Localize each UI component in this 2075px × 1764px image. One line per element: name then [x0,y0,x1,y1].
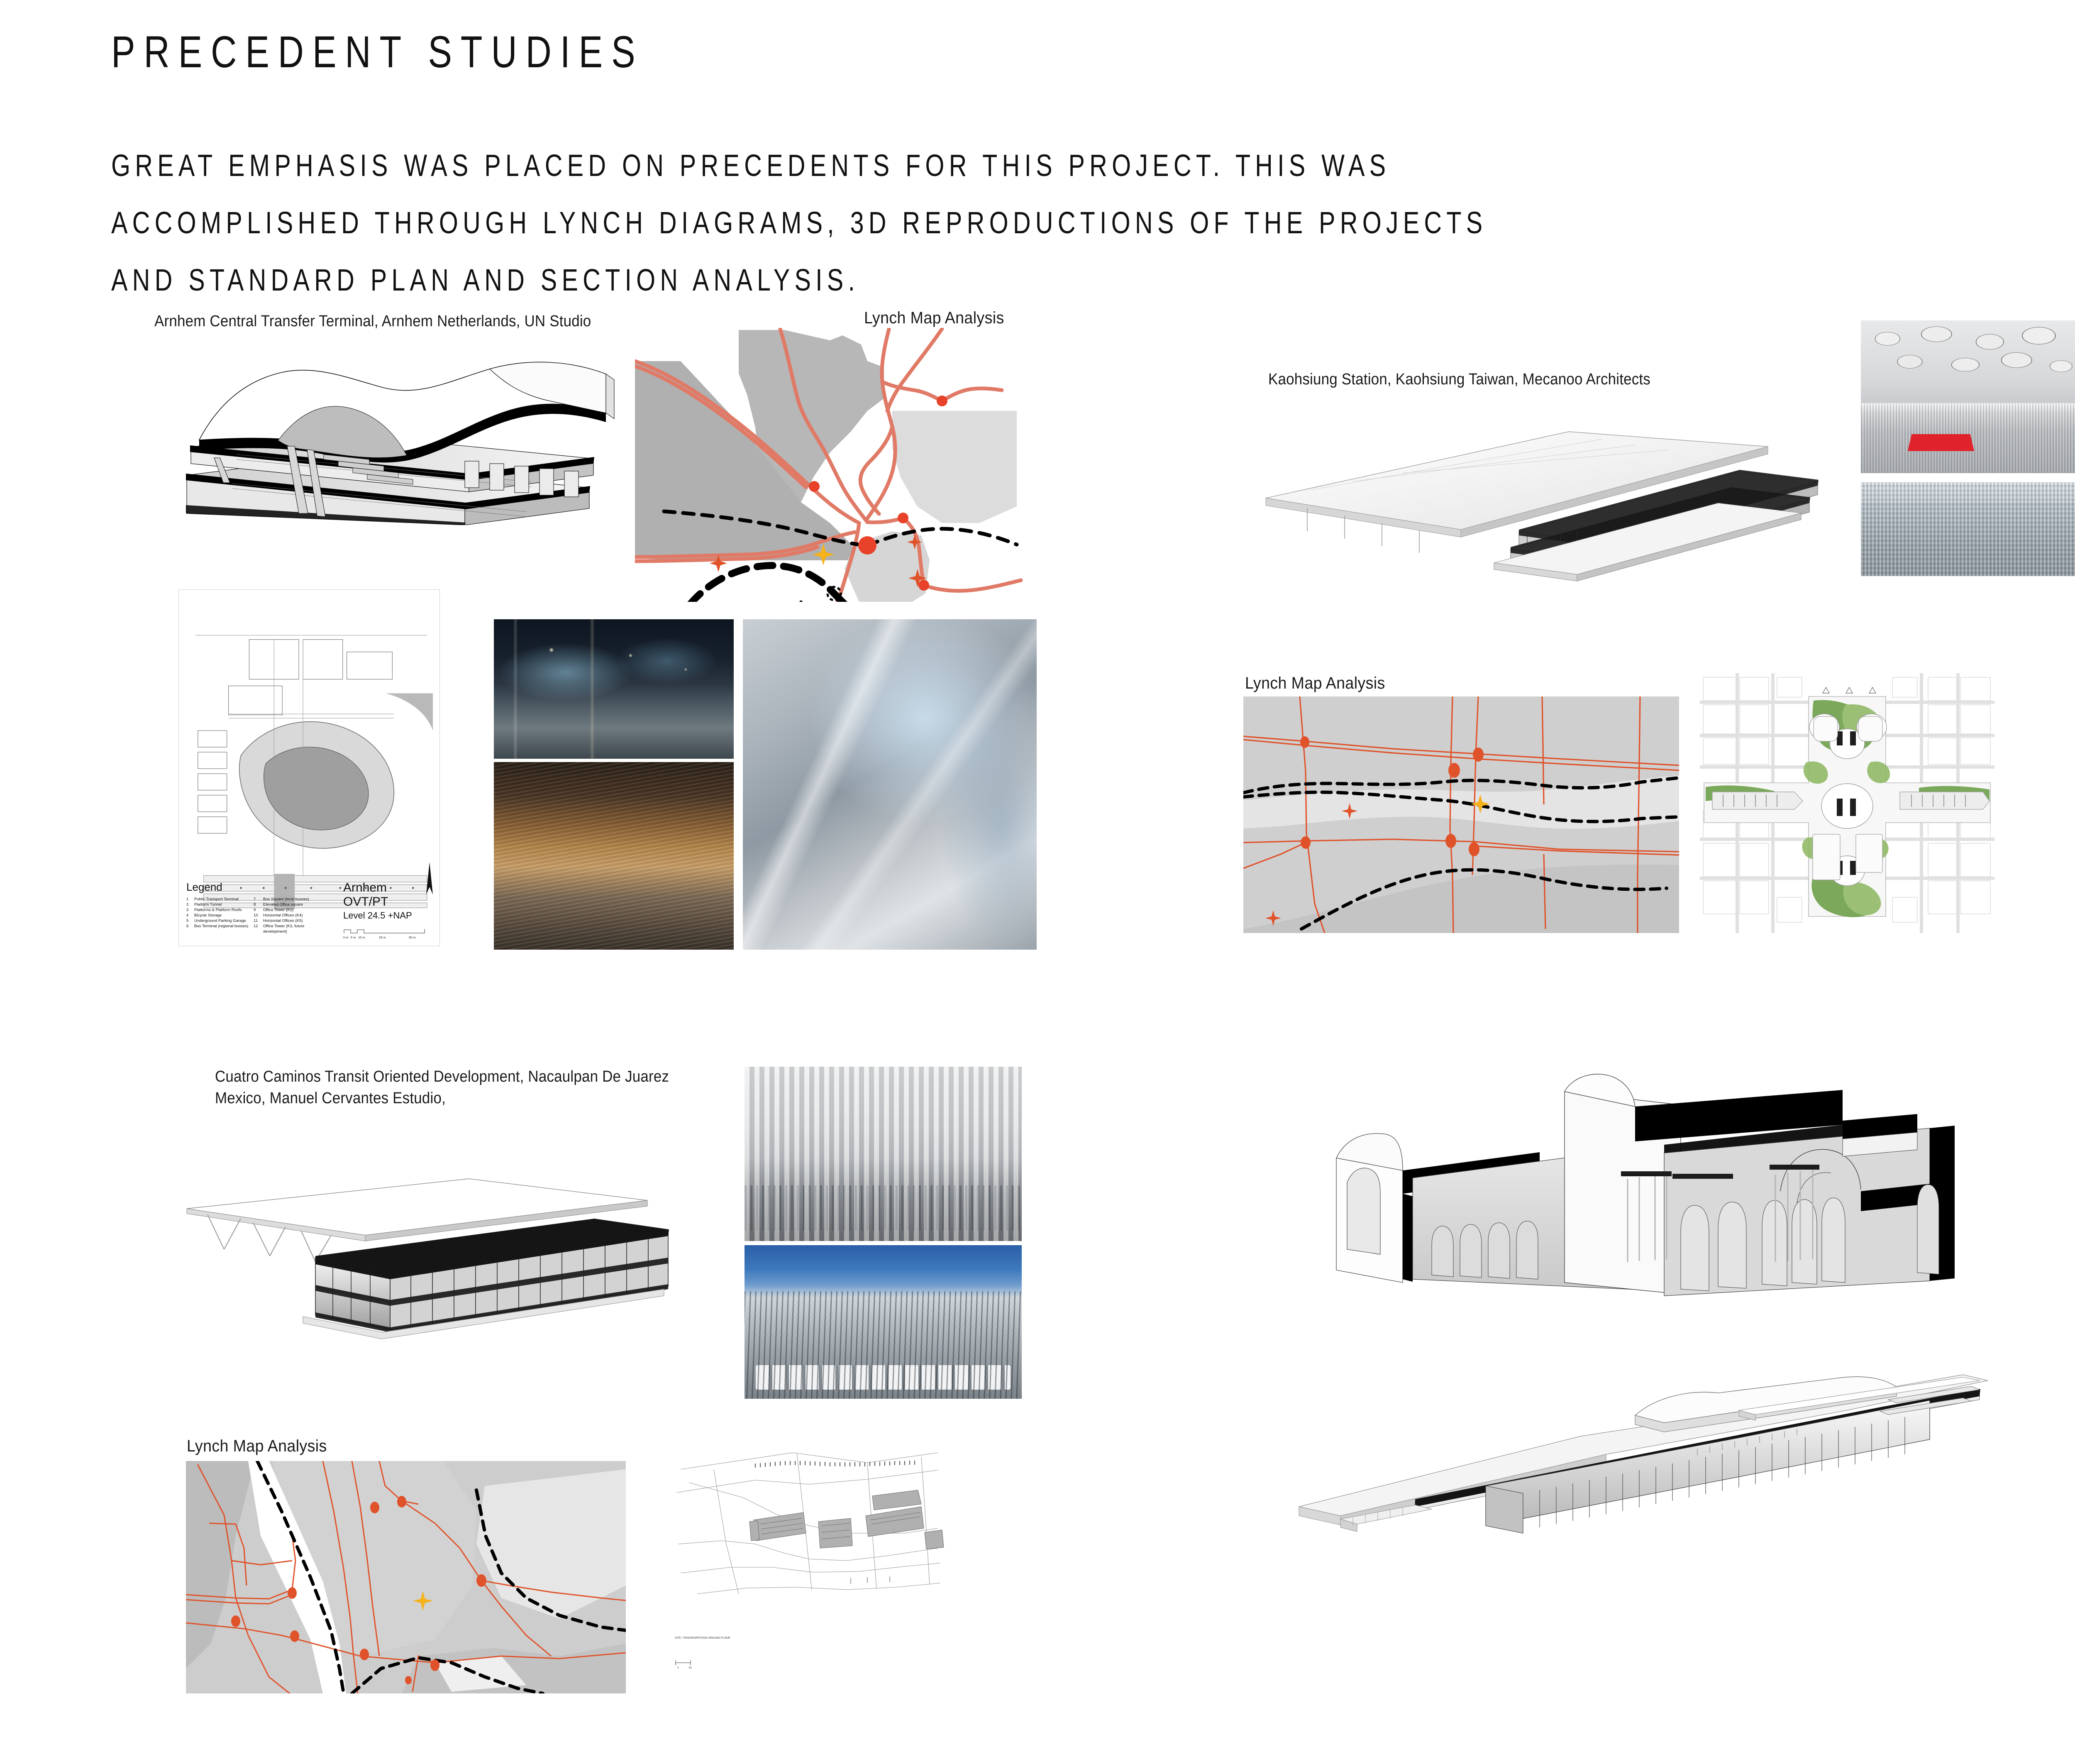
kaohsiung-lynch-map [1243,696,1679,933]
legend-text: Public Transport Terminal [194,897,239,902]
north-arrow-icon [424,861,435,896]
plan-level-note: Level 24.5 +NAP [343,910,412,921]
kaohsiung-site-plan [1700,673,1994,933]
scale-tick: 10 m [358,936,365,939]
legend-num: 12 [254,924,258,928]
intro-line-2: ACCOMPLISHED THROUGH LYNCH DIAGRAMS, 3D … [111,205,1487,240]
legend-text: Platforms & Platform Roofs [194,908,242,912]
caption-cuatro-caminos: Cuatro Caminos Transit Oriented Developm… [215,1068,669,1107]
caption-kaohsiung: Kaohsiung Station, Kaohsiung Taiwan, Mec… [1268,371,1650,388]
legend-text: Underground Parking Garage [194,919,246,923]
scale-tick: 25 m [379,936,386,939]
legend-text: Platform Tunnel [194,902,222,907]
legend-num: 11 [254,919,258,923]
arnhem-photo-timber [494,762,734,950]
legend-num: 5 [186,919,189,923]
legend-num: 2 [186,902,189,907]
scale-tick-50: 50 [689,1667,692,1669]
legend-num: 10 [254,913,258,918]
legend-column-right: 7 8 9 10 11 12 Bus Square (local busses) [254,897,323,934]
plan-drawing-title: Arnhem OVT/PT [343,881,388,909]
arnhem-plan-titleblock: Arnhem OVT/PT Level 24.5 +NAP 0 m 5 m 10… [340,881,434,939]
scale-tick: 50 m [409,936,416,939]
legend-text: Bus Terminal (regional busses) [194,924,249,928]
caption-arnhem: Arnhem Central Transfer Terminal, Arnhem… [154,313,591,330]
site-plan-title-note: SITE / TRANSPORTATION GROUND FLOOR [675,1637,730,1639]
layered-section-perspective [1291,1312,1996,1569]
lynch-label-kaohsiung: Lynch Map Analysis [1245,674,1385,692]
scale-tick: 0 m [343,936,349,939]
intro-paragraph: GREAT EMPHASIS WAS PLACED ON PRECEDENTS … [111,137,1771,309]
scale-tick: 5 m [351,936,356,939]
kaohsiung-photo-interior [1861,320,2075,473]
intro-line-3: AND STANDARD PLAN AND SECTION ANALYSIS. [111,263,860,297]
arnhem-lynch-map [635,328,1033,602]
arnhem-axonometric [174,351,618,525]
cuatro-caminos-axonometric [178,1162,681,1357]
page-title: PRECEDENT STUDIES [111,27,644,77]
legend-num: 8 [254,902,256,907]
cuatro-caminos-photo-concourse [745,1067,1022,1241]
plan-scale-bar: 0 m 5 m 10 m 25 m 50 m [343,928,434,939]
legend-num: 3 [186,908,189,912]
scale-tick-0: 0 [677,1667,679,1669]
arnhem-photo-night [494,619,734,759]
legend-column-left: 1 2 3 4 5 6 Public Transport Terminal Pl [186,897,249,934]
legend-text: Elevated Office square [263,902,303,907]
legend-num: 7 [254,897,256,902]
arnhem-plan-legend: Legend 1 2 3 4 5 6 [186,881,434,939]
legend-num: 9 [254,908,256,912]
arched-section-perspective [1307,1067,1975,1324]
legend-text: Horizontal Offices (K4) [263,913,303,918]
legend-num: 6 [186,924,189,928]
legend-text: Office Tower (K2) [263,908,294,912]
kaohsiung-axonometric [1228,407,1851,589]
legend-title: Legend [186,881,222,893]
legend-text: Bus Square (local busses) [263,897,309,902]
legend-text: Bicycle Storage [194,913,222,918]
cuatro-caminos-site-plan: SITE / TRANSPORTATION GROUND FLOOR 0 50 [672,1444,946,1685]
lynch-label-cuatro-caminos: Lynch Map Analysis [187,1437,327,1455]
legend-text: Horizontal Offices (K5) [263,919,303,923]
arnhem-photo-atrium [743,619,1037,950]
intro-line-1: GREAT EMPHASIS WAS PLACED ON PRECEDENTS … [111,148,1391,183]
legend-num: 1 [186,897,189,902]
legend-text: Office Tower (K3, future development) [263,924,305,934]
lynch-label-arnhem: Lynch Map Analysis [864,309,1004,327]
cuatro-caminos-lynch-map [186,1461,626,1693]
arnhem-floor-plan: Legend 1 2 3 4 5 6 [178,589,440,946]
kaohsiung-photo-aerial [1861,482,2075,576]
legend-num: 4 [186,913,189,918]
cuatro-caminos-photo-hangar [745,1245,1022,1399]
